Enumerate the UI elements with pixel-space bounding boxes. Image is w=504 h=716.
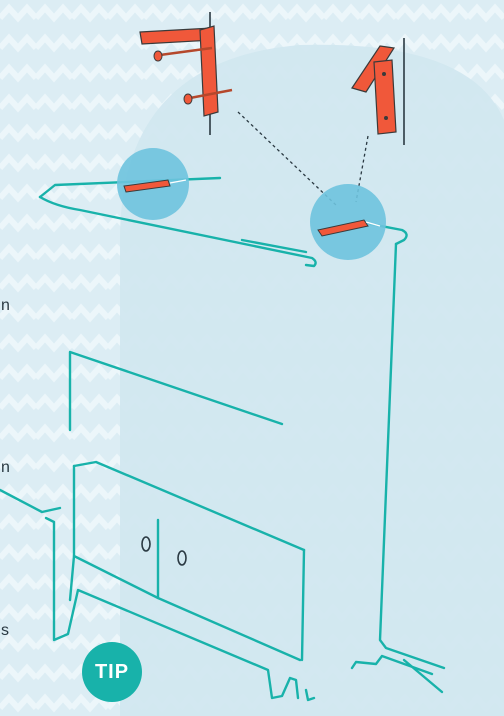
shelf-side-post: [350, 242, 446, 694]
tip-badge-label: TIP: [94, 660, 130, 683]
text-fragment-2: n: [1, 459, 10, 476]
wall-panel: [0, 350, 284, 514]
cabinet-knob-right: [177, 550, 187, 566]
text-fragment-3: s: [1, 622, 9, 639]
bracket-detail-right: [351, 38, 405, 145]
bracket-tip-left: [123, 179, 187, 193]
magnifier-circle-right: [310, 184, 386, 260]
bracket-tip-right: [317, 219, 381, 237]
shelf-top: [38, 176, 408, 268]
text-fragment-1: n: [1, 297, 10, 314]
bracket-detail-left: [139, 12, 233, 135]
tip-badge: TIP: [82, 642, 142, 702]
callout-line-left: [237, 111, 337, 206]
cabinet: [44, 460, 316, 702]
cabinet-knob-left: [141, 536, 151, 552]
backdrop-blob: [120, 44, 504, 716]
